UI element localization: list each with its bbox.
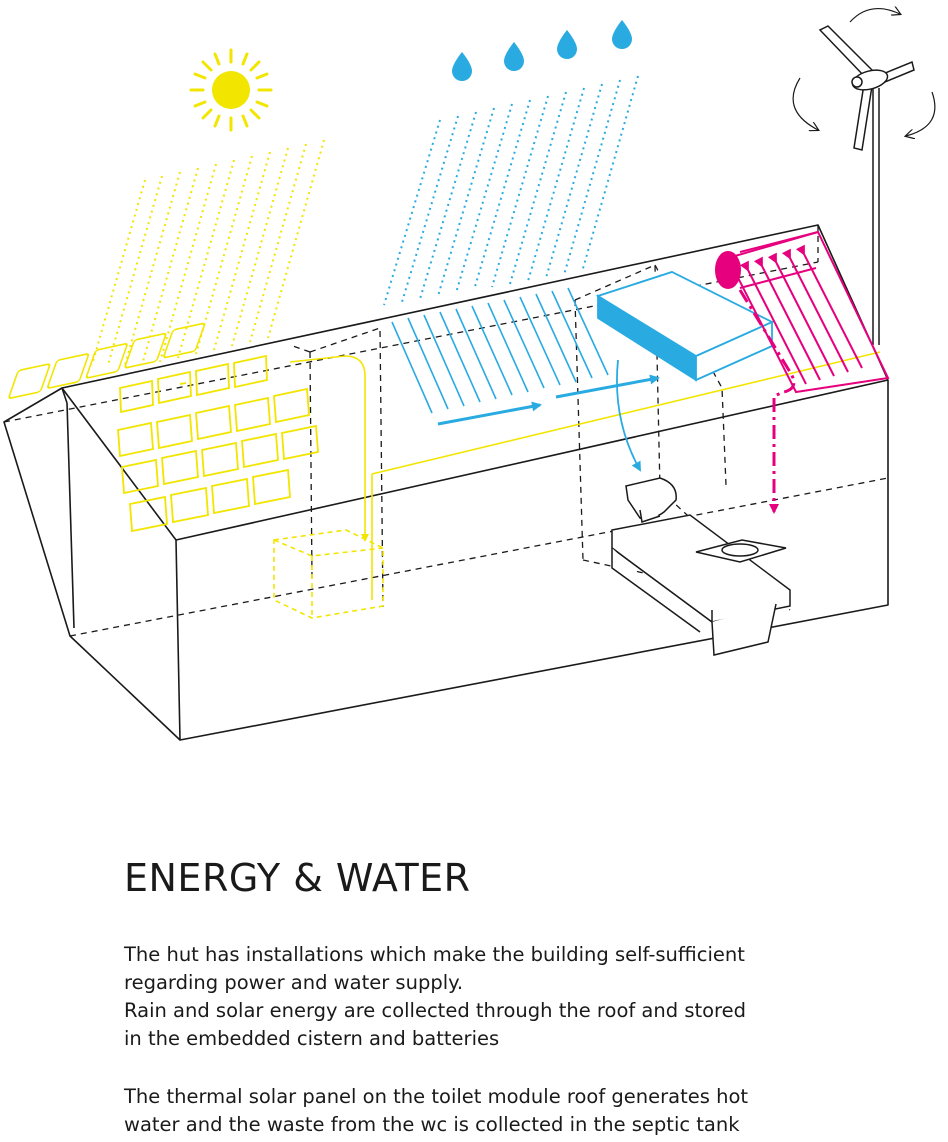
paragraph-line: regarding power and water supply. — [124, 971, 464, 994]
energy-water-diagram — [3, 0, 936, 741]
paragraph-line: The hut has installations which make the… — [124, 943, 745, 966]
thermal-solar-panel — [715, 230, 890, 394]
description-paragraph-2: The thermal solar panel on the toilet mo… — [124, 1083, 844, 1139]
paragraph-line: The thermal solar panel on the toilet mo… — [124, 1085, 749, 1108]
photovoltaic-panels — [8, 322, 319, 533]
water-cistern — [595, 271, 775, 382]
paragraph-line: water and the waste from the wc is colle… — [124, 1113, 740, 1136]
paragraph-line: Rain and solar energy are collected thro… — [124, 999, 747, 1022]
section-heading: ENERGY & WATER — [124, 856, 471, 900]
toilet-module — [611, 477, 791, 656]
solar-radiation — [91, 139, 325, 366]
paragraph-line: in the embedded cistern and batteries — [124, 1027, 500, 1050]
battery-box — [273, 529, 384, 619]
hot-water-flow — [738, 289, 796, 514]
wind-turbine-icon — [818, 25, 915, 345]
roof-rain-collector — [391, 287, 609, 414]
battery-wiring — [289, 351, 881, 600]
rainwater-flow-arrows — [437, 359, 660, 472]
hut-outline — [3, 224, 889, 741]
description-paragraph-1: The hut has installations which make the… — [124, 941, 844, 1053]
sun-icon — [189, 48, 273, 132]
raindrop-icon — [452, 20, 632, 81]
rainfall — [383, 75, 639, 306]
rotation-arrow-icon — [792, 9, 936, 136]
